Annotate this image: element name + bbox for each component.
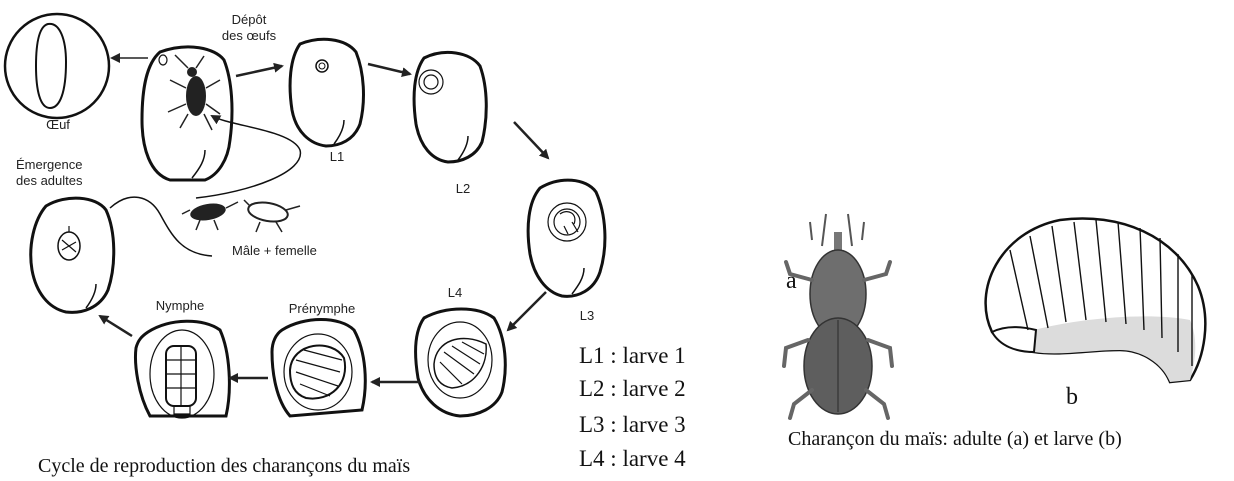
arrow-to-l1: [236, 66, 282, 76]
larva-image: [986, 218, 1206, 382]
legend-l4: L4 : larve 4: [579, 446, 686, 472]
arrow-to-l4: [508, 292, 546, 330]
arrow-to-l3: [514, 122, 548, 158]
legend-l3: L3 : larve 3: [579, 412, 686, 438]
specimen-caption: Charançon du maïs: adulte (a) et larve (…: [788, 428, 1122, 451]
egg-deposit-label-line-2: des œufs: [216, 28, 282, 44]
adult-letter-a: a: [786, 268, 797, 295]
egg-label: Œuf: [36, 117, 80, 133]
kernel-nymphe: [136, 321, 230, 418]
emergence-label-line-2: des adultes: [16, 173, 83, 189]
egg-deposit-label-line-1: Dépôt: [221, 12, 277, 28]
kernel-l2: [414, 52, 486, 162]
legend-l2: L2 : larve 2: [579, 376, 686, 402]
kernel-emergence: [31, 198, 114, 312]
egg-illustration: [5, 14, 109, 118]
kernel-l3: [528, 180, 605, 296]
nymphe-label: Nymphe: [150, 298, 210, 314]
kernel-prenymphe: [272, 320, 365, 417]
arrow-to-emergence: [100, 316, 132, 336]
prenymphe-label: Prénymphe: [282, 301, 362, 317]
emergence-label-line-1: Émergence: [16, 157, 82, 173]
stage-l3-label: L3: [572, 308, 602, 324]
legend-l1: L1 : larve 1: [579, 343, 686, 369]
stage-l2-label: L2: [448, 181, 478, 197]
mating-pair-illustration: [182, 200, 300, 232]
larva-letter-b: b: [1066, 384, 1078, 411]
kernel-l1: [290, 39, 363, 146]
kernel-with-adult: [142, 47, 232, 180]
stage-l1-label: L1: [322, 149, 352, 165]
stage-l4-label: L4: [440, 285, 470, 301]
arrow-to-l2: [368, 64, 410, 74]
kernel-l4: [416, 309, 506, 416]
male-female-label: Mâle + femelle: [232, 243, 317, 259]
adult-weevil-image: [784, 214, 892, 418]
cycle-caption: Cycle de reproduction des charançons du …: [38, 455, 410, 478]
